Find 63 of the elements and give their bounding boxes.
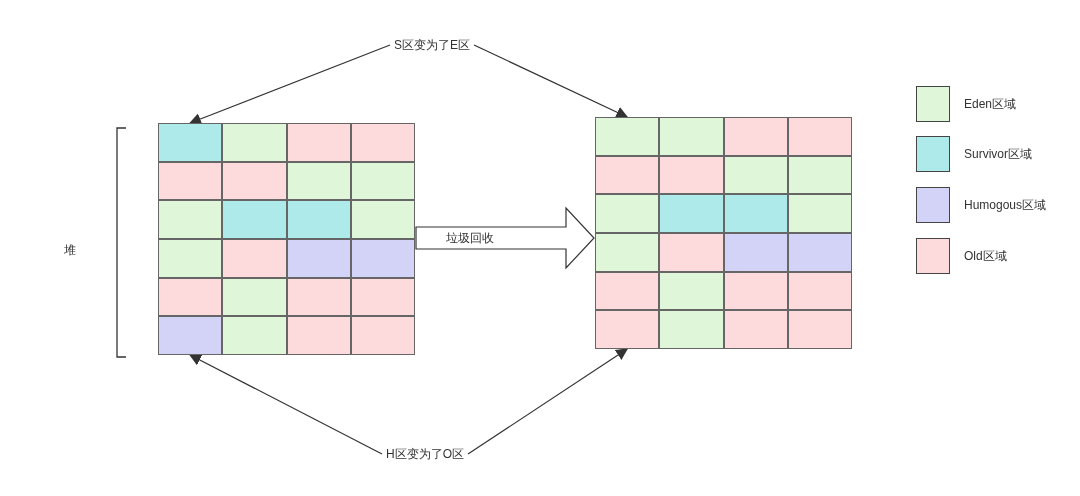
region-cell	[222, 123, 287, 162]
legend-text: Old区域	[964, 248, 1007, 264]
region-cell	[286, 277, 351, 317]
region-cell	[350, 200, 415, 239]
region-cell	[286, 239, 351, 278]
region-cell	[659, 155, 724, 195]
region-cell	[659, 233, 724, 272]
region-cell	[659, 271, 724, 311]
block-arrow	[415, 206, 595, 270]
region-cell	[350, 123, 415, 162]
region-cell	[286, 200, 351, 239]
region-cell	[659, 194, 724, 233]
region-cell	[286, 123, 351, 162]
annotation-text: H区变为了O区	[386, 446, 464, 462]
region-cell	[350, 161, 415, 201]
arrow	[467, 348, 629, 455]
region-cell	[158, 239, 223, 278]
region-cell	[222, 239, 287, 278]
region-cell	[158, 123, 223, 162]
region-cell	[723, 155, 788, 195]
region-cell	[787, 233, 852, 272]
region-cell	[222, 161, 287, 201]
region-cell	[723, 117, 788, 156]
region-cell	[222, 200, 287, 239]
legend-text: Survivor区域	[964, 146, 1032, 162]
region-cell	[787, 155, 852, 195]
region-cell	[595, 310, 660, 349]
region-cell	[350, 239, 415, 278]
region-cell	[158, 316, 223, 355]
region-cell	[595, 155, 660, 195]
region-cell	[723, 194, 788, 233]
region-cell	[787, 310, 852, 349]
region-cell	[158, 277, 223, 317]
region-cell	[350, 316, 415, 355]
region-cell	[723, 233, 788, 272]
region-cell	[787, 194, 852, 233]
heap-label: 堆	[64, 242, 76, 258]
region-cell	[723, 310, 788, 349]
region-cell	[723, 271, 788, 311]
region-cell	[787, 271, 852, 311]
region-cell	[350, 277, 415, 317]
region-cell	[286, 316, 351, 355]
region-cell	[595, 271, 660, 311]
annotation-text: S区变为了E区	[394, 37, 470, 53]
region-cell	[222, 277, 287, 317]
region-cell	[595, 117, 660, 156]
arrow	[473, 44, 629, 118]
heap-grid	[595, 117, 852, 349]
edge-label: 垃圾回收	[446, 230, 494, 246]
region-cell	[659, 310, 724, 349]
region-cell	[158, 161, 223, 201]
arrow	[189, 44, 391, 125]
arrow	[189, 354, 383, 455]
legend-text: Eden区域	[964, 96, 1017, 112]
region-cell	[158, 200, 223, 239]
region-cell	[595, 233, 660, 272]
region-cell	[222, 316, 287, 355]
region-cell	[787, 117, 852, 156]
region-cell	[595, 194, 660, 233]
legend-text: Humogous区域	[964, 197, 1047, 213]
heap-grid	[158, 123, 415, 355]
region-cell	[286, 161, 351, 201]
region-cell	[659, 117, 724, 156]
